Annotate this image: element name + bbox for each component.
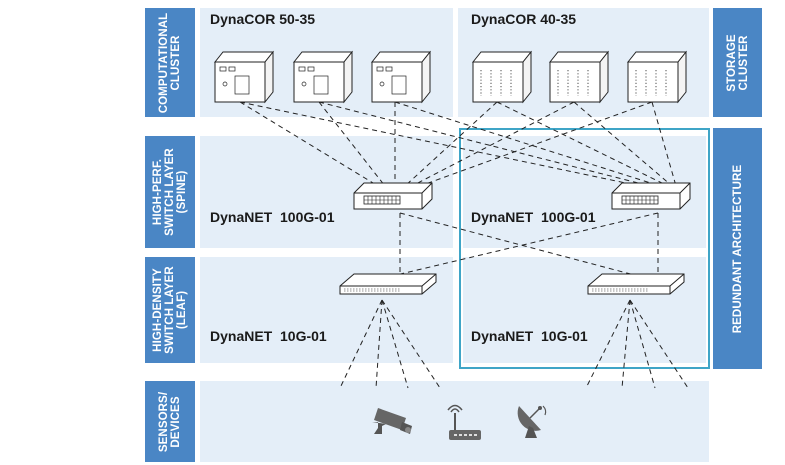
computational-cluster-label: COMPUTATIONAL CLUSTER: [145, 8, 195, 117]
sensors-devices-label: SENSORS/ DEVICES: [145, 381, 195, 462]
leaf-layer-label: HIGH-DENSITY SWITCH LAYER (LEAF): [145, 257, 195, 363]
spine-switch-left-label: DynaNET 100G-01: [210, 209, 335, 225]
redundant-architecture-frame: [459, 128, 710, 369]
spine-switch-left: [353, 182, 433, 210]
leaf-switch-left-label: DynaNET 10G-01: [210, 328, 327, 344]
leaf-switch-left: [339, 273, 437, 295]
storage-server-1: [472, 51, 532, 103]
compute-server-2: [293, 51, 353, 103]
redundant-architecture-label: REDUNDANT ARCHITECTURE: [713, 128, 762, 369]
leaf-switch-right: [587, 273, 685, 295]
storage-cluster-title: DynaCOR 40-35: [471, 11, 577, 27]
spine-switch-right-label: DynaNET 100G-01: [471, 209, 596, 225]
router-icon: [447, 404, 481, 440]
security-camera-icon: [372, 408, 412, 434]
compute-server-3: [371, 51, 431, 103]
satellite-dish-icon: [517, 405, 547, 438]
compute-cluster-title: DynaCOR 50-35: [210, 11, 316, 27]
connection-lines: [239, 101, 689, 389]
storage-server-3: [627, 51, 687, 103]
storage-cluster-label: STORAGE CLUSTER: [713, 8, 762, 117]
spine-layer-label: HIGH-PERF. SWITCH LAYER (SPINE): [145, 136, 195, 248]
compute-server-1: [214, 51, 274, 103]
spine-switch-right: [611, 182, 691, 210]
storage-server-2: [549, 51, 609, 103]
leaf-switch-right-label: DynaNET 10G-01: [471, 328, 588, 344]
